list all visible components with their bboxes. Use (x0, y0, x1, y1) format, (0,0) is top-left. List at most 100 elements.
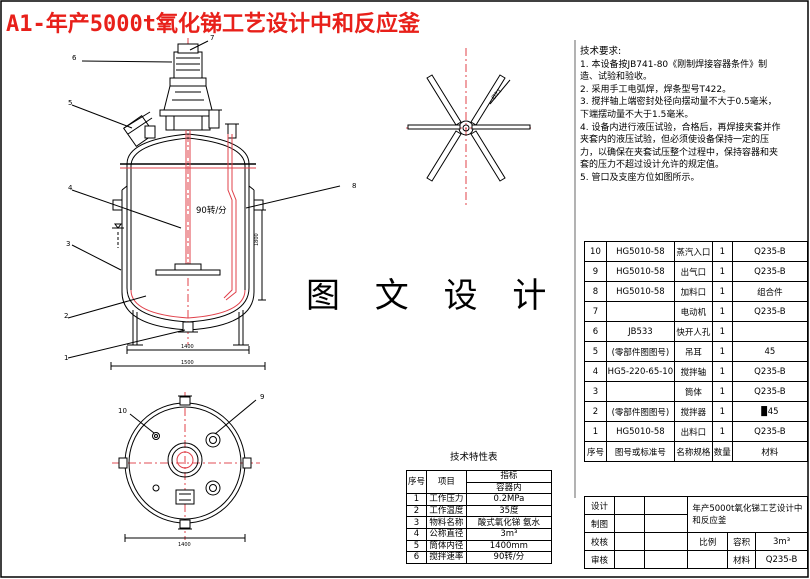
parts-cell: 搅拌轴 (673, 361, 713, 382)
parts-cell: HG5010-58 (605, 421, 675, 442)
dim-plan: 1400 (178, 542, 191, 548)
title-block-check: 校核 (584, 532, 615, 551)
parts-cell: 10 (584, 241, 607, 262)
technical-requirements: 技术要求: 1. 本设备按JB741-80《刚制焊接容器条件》制造、试验和验收。… (580, 46, 785, 185)
parts-cell: (零部件图图号) (605, 341, 675, 362)
callout-7: 7 (210, 34, 214, 42)
callout-9: 9 (260, 393, 264, 401)
parts-cell: HG5010-58 (605, 261, 675, 282)
callout-5: 5 (68, 99, 72, 107)
parts-cell: 吊耳 (673, 341, 713, 362)
spec-cell: 1 (406, 493, 427, 506)
volume-label: 容积 (727, 532, 757, 551)
spec-table-title: 技术特性表 (450, 452, 498, 463)
parts-cell: 筒体 (673, 381, 713, 402)
parts-header-cell: 名称规格 (673, 441, 713, 462)
spec-cell: 2 (406, 504, 427, 518)
parts-cell: Q235-B (731, 381, 809, 402)
parts-cell: (零部件图图号) (605, 401, 675, 422)
callout-10: 10 (118, 407, 127, 415)
callout-2: 2 (64, 312, 68, 320)
parts-cell: HG5010-58 (605, 281, 675, 302)
parts-cell: 1 (711, 361, 733, 382)
spec-cell: 5 (406, 539, 427, 553)
dim-width-2: 1500 (181, 360, 194, 366)
parts-cell: 6 (584, 321, 607, 342)
parts-cell: 45 (731, 341, 809, 362)
ratio-label: 比例 (687, 532, 729, 551)
parts-cell: 7 (584, 301, 607, 322)
speed-label: 90转/分 (196, 205, 227, 216)
spec-cell: 搅拌速率 (425, 551, 467, 564)
spec-cell: 筒体内径 (425, 539, 467, 553)
parts-cell: 1 (711, 261, 733, 282)
title-block-design: 设计 (584, 496, 615, 515)
parts-cell: 9 (584, 261, 607, 282)
spec-cell: 工作温度 (425, 504, 467, 518)
spec-header-cell: 项目 (425, 469, 467, 495)
parts-header-cell: 数量 (711, 441, 733, 462)
parts-cell: 出气口 (673, 261, 713, 282)
parts-cell: 电动机 (673, 301, 713, 322)
dim-height: 1800 (254, 233, 260, 246)
title-block: 设计 年产5000t氧化锑工艺设计中和反应釜 制图 校核 比例 容积 3m³ 审… (584, 496, 808, 569)
parts-cell: 出料口 (673, 421, 713, 442)
parts-cell: Q235-B (731, 421, 809, 442)
material-value: Q235-B (755, 550, 808, 569)
spec-cell: 工作压力 (425, 493, 467, 506)
parts-cell: 1 (584, 421, 607, 442)
parts-cell: 1 (711, 381, 733, 402)
spec-cell: 6 (406, 551, 427, 564)
parts-cell: 快开人孔 (673, 321, 713, 342)
parts-cell: ▉45 (731, 401, 809, 422)
parts-cell (605, 381, 675, 402)
manhole (122, 111, 156, 148)
title-block-review: 审核 (584, 550, 615, 569)
parts-cell: 1 (711, 401, 733, 422)
parts-cell: 5 (584, 341, 607, 362)
parts-header-cell: 材料 (731, 441, 809, 462)
tech-req-item: 3. 搅拌轴上端密封处径向摆动量不大于0.5毫米，下端摆动量不大于1.5毫米。 (580, 97, 777, 120)
parts-cell: HG5010-58 (605, 241, 675, 262)
reactor-plan-view (112, 392, 260, 542)
spec-header-row: 序号项目指标 (406, 469, 553, 495)
spec-cell: 物料名称 (425, 516, 467, 529)
parts-cell: 1 (711, 341, 733, 362)
parts-cell: 加料口 (673, 281, 713, 302)
parts-cell: 1 (711, 321, 733, 342)
callout-3: 3 (66, 240, 70, 248)
material-label: 材料 (727, 550, 757, 569)
parts-cell: 蒸汽入口 (673, 241, 713, 262)
parts-cell: 1 (711, 421, 733, 442)
parts-cell: 8 (584, 281, 607, 302)
spec-header-cell: 序号 (406, 469, 427, 495)
reactor-elevation-view (67, 38, 341, 370)
impeller-blades (407, 74, 531, 182)
parts-cell (731, 321, 809, 342)
tech-req-item: 4. 设备内进行液压试验，合格后，再焊接夹套并作夹套内的液压试验，但必须使设备保… (580, 122, 781, 171)
title-block-draw: 制图 (584, 514, 615, 533)
page-title: A1-年产5000t氧化锑工艺设计中和反应釜 (6, 12, 420, 37)
parts-cell: 组合件 (731, 281, 809, 302)
parts-cell: 1 (711, 241, 733, 262)
tech-req-item: 1. 本设备按JB741-80《刚制焊接容器条件》制造、试验和验收。 (580, 59, 768, 83)
parts-cell: 2 (584, 401, 607, 422)
spec-cell: 1400mm (465, 539, 553, 553)
impeller-top-view (406, 48, 534, 208)
spec-cell: 酸式氧化锑 氨水 (465, 516, 553, 529)
spec-subheader-cell: 容器内 (465, 481, 553, 495)
spec-cell: 90转/分 (465, 551, 553, 564)
